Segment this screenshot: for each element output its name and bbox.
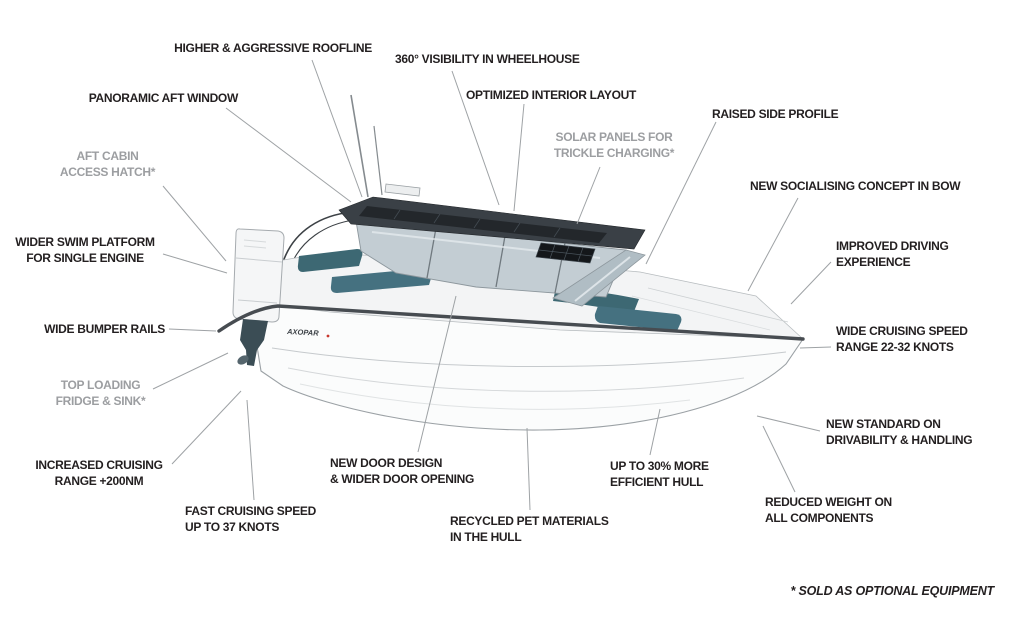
label-360-visibility-wheelhouse: 360° VISIBILITY IN WHEELHOUSE — [395, 52, 580, 66]
bow-deck-lines — [631, 287, 789, 331]
label-aft-cabin-access-hatch: AFT CABIN ACCESS HATCH* — [59, 149, 156, 180]
hull-strakes — [271, 347, 787, 410]
label-new-standard-drivability-handling: NEW STANDARD ON DRIVABILITY & HANDLING — [826, 417, 973, 448]
optional-equipment-footnote: * SOLD AS OPTIONAL EQUIPMENT — [790, 584, 995, 598]
label-reduced-weight-components: REDUCED WEIGHT ON ALL COMPONENTS — [765, 495, 892, 526]
leader-lines — [152, 59, 832, 511]
label-wide-bumper-rails: WIDE BUMPER RAILS — [44, 322, 165, 336]
boat-illustration: AXOPAR — [217, 94, 805, 431]
label-increased-cruising-range: INCREASED CRUISING RANGE +200NM — [35, 458, 163, 489]
label-optimized-interior-layout: OPTIMIZED INTERIOR LAYOUT — [466, 88, 637, 102]
antenna-icon — [350, 94, 383, 198]
propeller-icon — [237, 355, 249, 365]
label-efficient-hull: UP TO 30% MORE EFFICIENT HULL — [610, 459, 709, 490]
label-new-socialising-concept-bow: NEW SOCIALISING CONCEPT IN BOW — [750, 179, 961, 193]
engine-lower-unit — [240, 319, 268, 366]
windshield — [552, 249, 646, 307]
label-wider-swim-platform: WIDER SWIM PLATFORM FOR SINGLE ENGINE — [15, 235, 155, 266]
label-fast-cruising-speed: FAST CRUISING SPEED UP TO 37 KNOTS — [185, 504, 316, 535]
cushions — [297, 249, 682, 331]
label-wide-cruising-speed-range: WIDE CRUISING SPEED RANGE 22-32 KNOTS — [836, 324, 968, 355]
label-improved-driving-experience: IMPROVED DRIVING EXPERIENCE — [836, 239, 949, 270]
outboard-engine — [232, 228, 285, 366]
label-top-loading-fridge-sink: TOP LOADING FRIDGE & SINK* — [55, 378, 146, 409]
label-solar-panels-trickle-charging: SOLAR PANELS FOR TRICKLE CHARGING* — [553, 130, 675, 161]
bumper-rail — [217, 304, 805, 341]
label-panoramic-aft-window: PANORAMIC AFT WINDOW — [88, 91, 239, 105]
radar-bar — [384, 183, 421, 197]
label-new-door-design: NEW DOOR DESIGN & WIDER DOOR OPENING — [330, 456, 475, 487]
brand-accent-dot — [326, 334, 330, 338]
label-recycled-pet-materials: RECYCLED PET MATERIALS IN THE HULL — [450, 514, 609, 545]
solar-panel — [535, 242, 596, 264]
label-higher-aggressive-roofline: HIGHER & AGGRESSIVE ROOFLINE — [174, 41, 372, 55]
roof — [338, 196, 646, 250]
label-raised-side-profile: RAISED SIDE PROFILE — [712, 107, 839, 121]
hull-brand-text: AXOPAR — [286, 327, 320, 338]
